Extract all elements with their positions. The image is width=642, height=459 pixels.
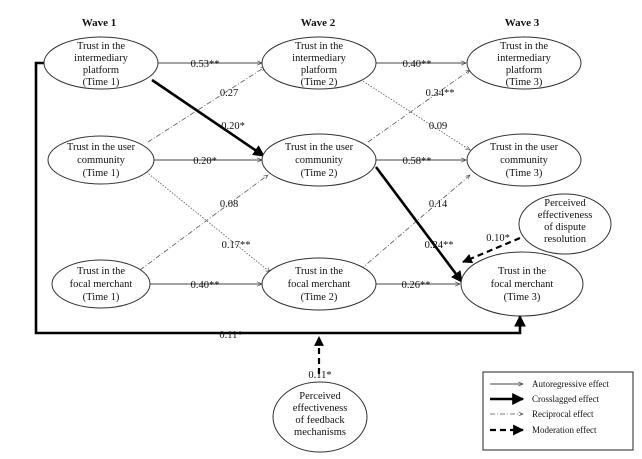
node-merchant-time2: Trust in the focal merchant (Time 2) (261, 257, 377, 311)
node-label-line: platform (506, 65, 542, 76)
node-label-line: community (77, 155, 126, 166)
coef-ip2-ip3: 0.40** (403, 59, 432, 70)
node-platform-time1: Trust in the intermediary platform (Time… (43, 36, 159, 90)
node-label-line: effectiveness (293, 403, 348, 414)
wave-3-header: Wave 3 (505, 17, 540, 29)
wave-2-header: Wave 2 (301, 17, 336, 29)
legend: Autoregressive effect Crosslagged effect… (482, 371, 634, 451)
node-label-line: intermediary (74, 53, 128, 64)
node-label-line: (Time 1) (83, 77, 120, 88)
legend-moderation-label: Moderation effect (532, 425, 597, 435)
node-label-line: (Time 2) (301, 292, 338, 303)
node-label-line: intermediary (292, 53, 346, 64)
node-platform-time3: Trust in the intermediary platform (Time… (466, 36, 582, 90)
coef-uc2-uc3: 0.58** (403, 156, 432, 167)
node-label-line: (Time 2) (301, 77, 338, 88)
coef-uc1-fm2: 0.17** (222, 240, 251, 251)
legend-autoregressive-label: Autoregressive effect (532, 379, 610, 389)
path-uc2-ip3 (367, 70, 470, 143)
path-ip1-uc2 (151, 78, 265, 158)
coef-ip1-fm3: 0.11* (219, 330, 242, 341)
node-label-line: of feedback (295, 415, 345, 426)
node-community-time1: Trust in the user community (Time 1) (47, 135, 155, 185)
node-merchant-time1: Trust in the focal merchant (Time 1) (51, 259, 151, 309)
node-label-line: focal merchant (70, 279, 133, 290)
node-label-line: Trust in the (295, 266, 343, 277)
node-label-line: Trust in the user (67, 142, 136, 153)
node-label-line: Trust in the (77, 266, 125, 277)
node-label-line: Perceived (299, 391, 341, 402)
coef-fm1-uc2: 0.08 (220, 199, 238, 210)
node-label-line: Perceived (544, 198, 586, 209)
coef-dispute-moderation: 0.10* (486, 233, 510, 244)
node-label-line: community (295, 155, 344, 166)
path-ip1-fm3 (34, 61, 526, 335)
legend-reciprocal-label: Reciprocal effect (532, 409, 594, 419)
node-label-line: platform (301, 65, 337, 76)
node-merchant-time3: Trust in the focal merchant (Time 3) (460, 251, 584, 317)
coef-fm1-fm2: 0.40** (191, 280, 220, 291)
node-label-line: Trust in the (498, 266, 546, 277)
legend-crosslagged-label: Crosslagged effect (532, 394, 600, 404)
node-dispute-resolution: Perceived effectiveness of dispute resol… (518, 193, 612, 255)
node-label-line: platform (83, 65, 119, 76)
node-label-line: (Time 1) (83, 292, 120, 303)
path-uc1-ip2 (147, 67, 265, 143)
coef-ip2-uc3: 0.09 (429, 121, 447, 132)
node-feedback-mechanisms: Perceived effectiveness of feedback mech… (272, 381, 368, 453)
node-label-line: intermediary (497, 53, 551, 64)
coef-fm2-fm3: 0.26** (402, 280, 431, 291)
node-label-line: community (500, 155, 549, 166)
node-label-line: of dispute (544, 222, 586, 233)
node-label-line: (Time 1) (83, 168, 120, 179)
node-label-line: focal merchant (288, 279, 351, 290)
wave-1-header: Wave 1 (82, 17, 117, 29)
coef-ip1-ip2: 0.53** (191, 59, 220, 70)
coef-fm2-uc3: 0.14 (429, 199, 448, 210)
coef-uc2-ip3: 0.34** (426, 88, 455, 99)
coef-uc2-fm3: 0.24** (425, 240, 454, 251)
path-uc2-fm3 (374, 166, 464, 283)
node-community-time2: Trust in the user community (Time 2) (261, 133, 377, 187)
node-label-line: (Time 3) (506, 77, 543, 88)
node-label-line: Trust in the (295, 41, 343, 52)
coef-uc1-uc2: 0.20* (193, 156, 217, 167)
coef-ip1-uc2: 0.20* (221, 121, 245, 132)
node-platform-time2: Trust in the intermediary platform (Time… (261, 36, 377, 90)
node-label-line: mechanisms (294, 427, 346, 438)
node-label-line: (Time 2) (301, 168, 338, 179)
path-fm2-uc3 (359, 175, 470, 271)
path-uc1-fm2 (143, 169, 270, 272)
node-label-line: (Time 3) (506, 168, 543, 179)
node-label-line: Trust in the (500, 41, 548, 52)
legend-box (482, 371, 634, 451)
path-dispute-moderation (462, 236, 521, 264)
coef-feedback-moderation: 0.11* (308, 370, 331, 381)
node-label-line: (Time 3) (504, 292, 541, 303)
node-label-line: effectiveness (538, 210, 593, 221)
node-label-line: Trust in the user (490, 142, 559, 153)
node-label-line: Trust in the user (285, 142, 354, 153)
node-label-line: focal merchant (491, 279, 554, 290)
path-ip2-uc3 (357, 77, 470, 150)
coef-uc1-ip2: 0.27 (220, 88, 238, 99)
path-fm1-uc2 (139, 175, 268, 271)
node-community-time3: Trust in the user community (Time 3) (466, 133, 582, 187)
node-label-line: Trust in the (77, 41, 125, 52)
node-label-line: resolution (544, 234, 587, 245)
